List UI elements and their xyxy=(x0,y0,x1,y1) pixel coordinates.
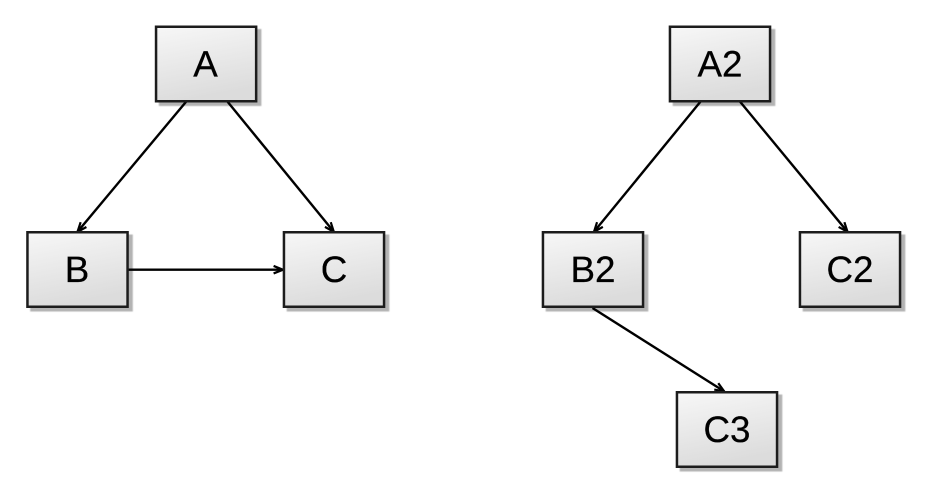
svg-text:B2: B2 xyxy=(570,249,615,290)
svg-text:C2: C2 xyxy=(826,249,873,290)
svg-text:A2: A2 xyxy=(697,43,742,84)
svg-text:A: A xyxy=(193,43,218,84)
svg-text:C3: C3 xyxy=(703,409,750,450)
svg-text:B: B xyxy=(65,249,90,290)
svg-text:C: C xyxy=(321,249,348,290)
